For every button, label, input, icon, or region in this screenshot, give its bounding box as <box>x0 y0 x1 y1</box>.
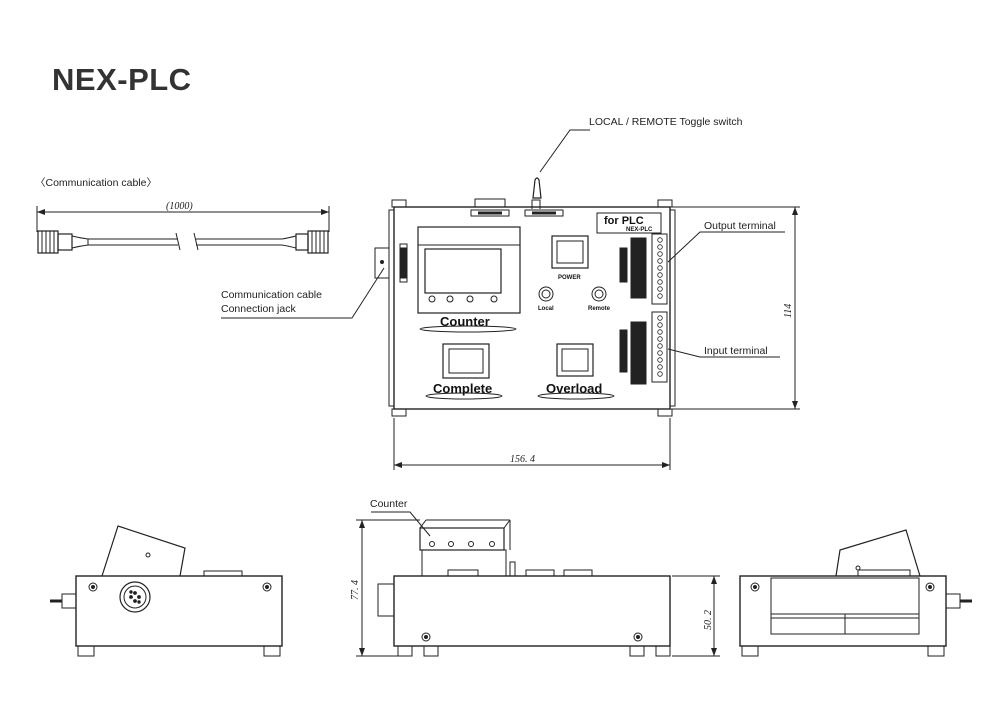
right-side-view <box>739 529 972 657</box>
overall-height-dimension: 77. 4 <box>350 580 361 600</box>
output-terminal-label: Output terminal <box>704 220 776 232</box>
plate-model: NEX-PLC <box>626 227 653 233</box>
cable-length-dimension: (1000) <box>166 201 193 212</box>
complete-label: Complete <box>433 381 492 396</box>
output-leader-line <box>667 231 785 263</box>
jack-leader-line <box>221 267 385 319</box>
overload-label: Overload <box>546 381 602 396</box>
jack-label-line1: Communication cable <box>221 289 322 301</box>
communication-cable: 〈Communication cable〉 (1000) <box>35 177 330 254</box>
body-height-dimension: 50. 2 <box>703 610 714 630</box>
counter-leader-line <box>371 511 431 537</box>
remote-label: Remote <box>588 306 611 312</box>
input-leader-line <box>667 348 780 358</box>
for-plc-plate: for PLC <box>604 215 644 227</box>
input-terminal-label: Input terminal <box>704 345 768 357</box>
counter-panel-label: Counter <box>440 314 490 329</box>
comm-cable-label: 〈Communication cable〉 <box>35 177 157 189</box>
jack-label-line2: Connection jack <box>221 303 296 315</box>
front-view <box>356 519 720 657</box>
width-dimension: 156. 4 <box>510 454 535 465</box>
left-side-view <box>50 525 283 657</box>
local-label: Local <box>538 306 554 312</box>
height-dimension-top: 114 <box>783 304 794 318</box>
toggle-switch-label: LOCAL / REMOTE Toggle switch <box>589 116 743 128</box>
page-title: NEX-PLC <box>52 62 192 97</box>
counter-callout-label: Counter <box>370 498 408 510</box>
toggle-leader-line <box>539 129 590 173</box>
power-label: POWER <box>558 275 581 281</box>
top-view <box>374 177 800 470</box>
